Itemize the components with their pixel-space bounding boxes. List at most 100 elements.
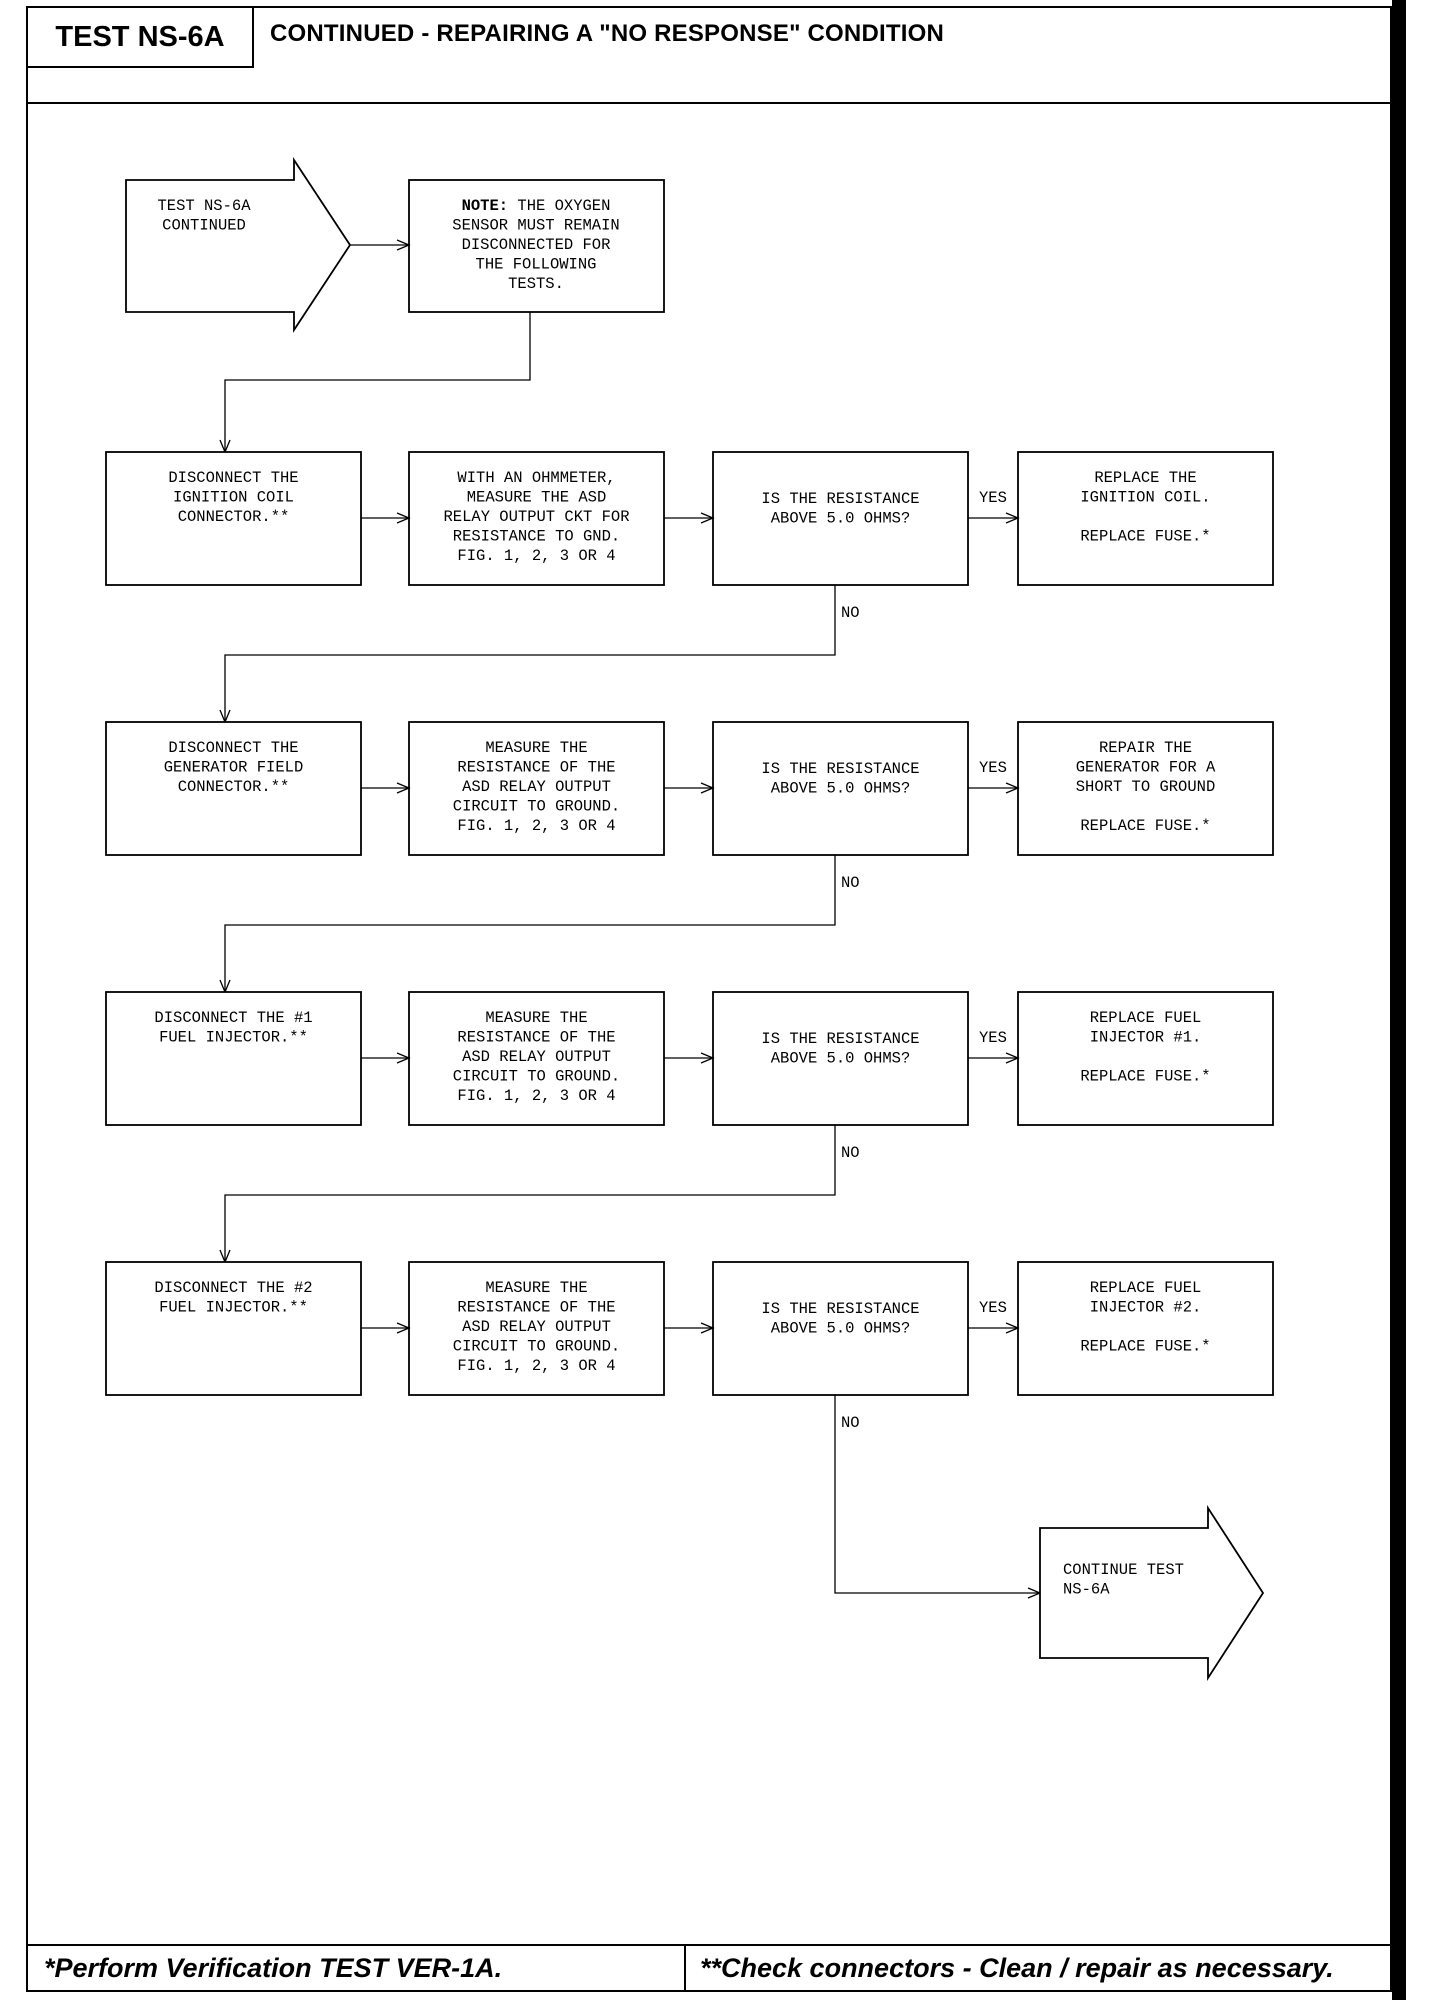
repair-action-text: REPLACE FUEL INJECTOR #1. REPLACE FUSE.* bbox=[1080, 1009, 1210, 1086]
arrowhead-right bbox=[1005, 782, 1020, 794]
text-line: REPLACE FUSE.* bbox=[1080, 1338, 1210, 1356]
note-box bbox=[408, 179, 665, 313]
text-line: ABOVE 5.0 OHMS? bbox=[771, 510, 911, 528]
text-line: DISCONNECT THE bbox=[168, 739, 298, 757]
arrowhead-right bbox=[396, 782, 411, 794]
text-line: RESISTANCE OF THE bbox=[457, 759, 615, 777]
text-line: DISCONNECT THE #2 bbox=[154, 1279, 312, 1297]
text-line: IS THE RESISTANCE bbox=[761, 760, 919, 778]
footer-note-connectors: **Check connectors - Clean / repair as n… bbox=[700, 1953, 1334, 1983]
text-line: DISCONNECTED FOR bbox=[462, 236, 611, 254]
yes-label: YES bbox=[979, 1029, 1007, 1047]
test-id: TEST NS-6A bbox=[55, 20, 225, 53]
text-line: NS-6A bbox=[1063, 1581, 1110, 1599]
measure-step-box bbox=[408, 721, 665, 856]
yes-label: YES bbox=[979, 759, 1007, 777]
continue-arrow-shape bbox=[1039, 1504, 1265, 1682]
text-line: FUEL INJECTOR.** bbox=[159, 1029, 308, 1047]
arrowhead-right bbox=[700, 1322, 715, 1334]
yes-label: YES bbox=[979, 1299, 1007, 1317]
text-line: SHORT TO GROUND bbox=[1076, 778, 1216, 796]
text-line: MEASURE THE bbox=[485, 1009, 587, 1027]
text-line: RESISTANCE OF THE bbox=[457, 1299, 615, 1317]
text-line: REPLACE THE bbox=[1094, 469, 1196, 487]
no-branch-connector bbox=[224, 585, 836, 722]
text-line: GENERATOR FOR A bbox=[1076, 759, 1216, 777]
text-line: INJECTOR #2. bbox=[1090, 1299, 1202, 1317]
no-branch-connector bbox=[224, 855, 836, 992]
text-line: CIRCUIT TO GROUND. bbox=[453, 798, 620, 816]
text-line: THE OXYGEN bbox=[508, 197, 610, 215]
text-line: FIG. 1, 2, 3 OR 4 bbox=[457, 1357, 615, 1375]
arrowhead-right bbox=[700, 512, 715, 524]
arrowhead-right bbox=[396, 512, 411, 524]
test-id-box: TEST NS-6A bbox=[28, 8, 254, 68]
continue-arrow-label: CONTINUE TEST NS-6A bbox=[1063, 1561, 1184, 1599]
page-edge-bar bbox=[1392, 0, 1406, 2000]
text-line: FIG. 1, 2, 3 OR 4 bbox=[457, 817, 615, 835]
no-branch-connector bbox=[224, 1125, 836, 1262]
no-label: NO bbox=[841, 604, 860, 622]
text-line: REPLACE FUSE.* bbox=[1080, 528, 1210, 546]
arrowhead-right bbox=[396, 1322, 411, 1334]
text-line: REPLACE FUEL bbox=[1090, 1279, 1202, 1297]
text-line: ASD RELAY OUTPUT bbox=[462, 778, 611, 796]
footer-note-verification: *Perform Verification TEST VER-1A. bbox=[44, 1953, 503, 1983]
disconnect-step-box bbox=[105, 1261, 362, 1396]
text-line: IS THE RESISTANCE bbox=[761, 1030, 919, 1048]
text-line: INJECTOR #1. bbox=[1090, 1029, 1202, 1047]
text-line: RESISTANCE OF THE bbox=[457, 1029, 615, 1047]
text-line: CONNECTOR.** bbox=[178, 508, 290, 526]
text-line: REPAIR THE bbox=[1099, 739, 1192, 757]
text-line: CONTINUE TEST bbox=[1063, 1561, 1184, 1579]
disconnect-step-text: DISCONNECT THE #2 FUEL INJECTOR.** bbox=[154, 1279, 312, 1317]
text-line: ASD RELAY OUTPUT bbox=[462, 1318, 611, 1336]
text-line: CIRCUIT TO GROUND. bbox=[453, 1338, 620, 1356]
repair-action-box bbox=[1017, 1261, 1274, 1396]
text-line: IGNITION COIL bbox=[173, 489, 294, 507]
text-line: REPLACE FUSE.* bbox=[1080, 1068, 1210, 1086]
text-line: CIRCUIT TO GROUND. bbox=[453, 1068, 620, 1086]
text-line: ABOVE 5.0 OHMS? bbox=[771, 1320, 911, 1338]
arrowhead-right bbox=[1005, 1322, 1020, 1334]
text-line: MEASURE THE bbox=[485, 739, 587, 757]
text-line: MEASURE THE ASD bbox=[467, 489, 607, 507]
repair-action-text: REPLACE FUEL INJECTOR #2. REPLACE FUSE.* bbox=[1080, 1279, 1210, 1356]
page-title: CONTINUED - REPAIRING A "NO RESPONSE" CO… bbox=[270, 20, 944, 47]
disconnect-step-box bbox=[105, 991, 362, 1126]
resistance-question-box bbox=[712, 1261, 969, 1396]
arrowhead-right bbox=[700, 782, 715, 794]
note-to-row1-connector bbox=[224, 312, 531, 452]
text-line: RELAY OUTPUT CKT FOR bbox=[443, 508, 629, 526]
text-line: FIG. 1, 2, 3 OR 4 bbox=[457, 1087, 615, 1105]
arrowhead-right bbox=[1005, 1052, 1020, 1064]
footer-divider bbox=[28, 1944, 1390, 1946]
text-line: THE FOLLOWING bbox=[476, 256, 597, 274]
text-line: GENERATOR FIELD bbox=[164, 759, 304, 777]
resistance-question-box bbox=[712, 451, 969, 586]
resistance-question-box bbox=[712, 721, 969, 856]
repair-action-box bbox=[1017, 451, 1274, 586]
text-line: DISCONNECT THE bbox=[168, 469, 298, 487]
page-frame bbox=[26, 6, 1392, 1992]
disconnect-step-box bbox=[105, 451, 362, 586]
yes-label: YES bbox=[979, 489, 1007, 507]
text-line: MEASURE THE bbox=[485, 1279, 587, 1297]
text-line: WITH AN OHMMETER, bbox=[457, 469, 615, 487]
text-line: SENSOR MUST REMAIN bbox=[452, 217, 619, 235]
no-label: NO bbox=[841, 1144, 860, 1162]
text-line: FUEL INJECTOR.** bbox=[159, 1299, 308, 1317]
text-line: REPLACE FUEL bbox=[1090, 1009, 1202, 1027]
measure-step-box bbox=[408, 1261, 665, 1396]
header-divider bbox=[28, 102, 1390, 104]
text-line: ABOVE 5.0 OHMS? bbox=[771, 780, 911, 798]
